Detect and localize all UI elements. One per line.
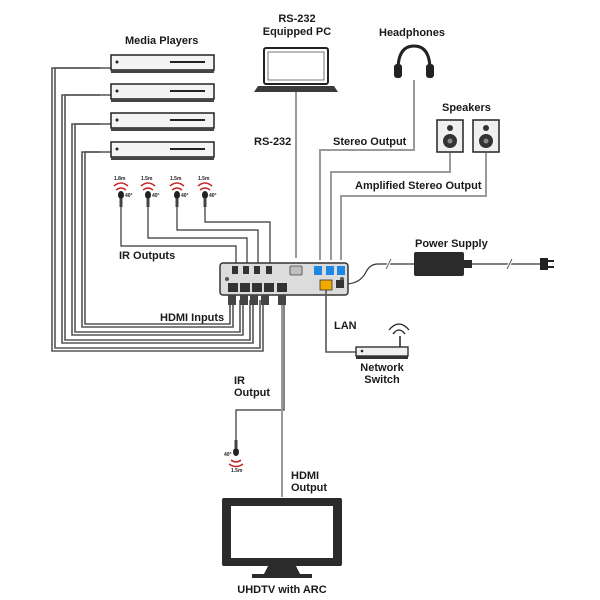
speakers-label: Speakers bbox=[442, 102, 491, 114]
rs232-cable-label: RS-232 bbox=[254, 136, 292, 148]
media-player-cables bbox=[51, 67, 264, 352]
ir-emitter-3 bbox=[169, 182, 185, 207]
media-player-1 bbox=[110, 54, 215, 73]
hdmi-output-label-line2: Output bbox=[291, 482, 328, 494]
ir-outputs-label: IR Outputs bbox=[119, 250, 176, 262]
headphones-icon bbox=[394, 44, 434, 78]
power-supply-icon bbox=[414, 252, 472, 276]
ir-emitter-4-angle: 40° bbox=[209, 193, 217, 199]
ir-emitter-2-length: 1.5m bbox=[141, 176, 153, 182]
power-plug-icon bbox=[540, 258, 554, 270]
ir-emitter-3-angle: 40° bbox=[181, 193, 189, 199]
uhdtv-label: UHDTV with ARC bbox=[237, 584, 327, 596]
ir-emitter-1-length: 1.8m bbox=[114, 176, 126, 182]
speaker-left-icon bbox=[436, 119, 464, 153]
ir-emitter-4-length: 1.5m bbox=[198, 176, 210, 182]
stereo-output-label: Stereo Output bbox=[333, 136, 407, 148]
ir-output-label-line1: IR bbox=[234, 375, 245, 387]
media-player-2 bbox=[110, 83, 215, 102]
tv-icon bbox=[222, 498, 342, 578]
rs232-pc-label-line2: Equipped PC bbox=[262, 26, 332, 38]
ir-emitter-3-length: 1.5m bbox=[170, 176, 182, 182]
hdmi-inputs-label: HDMI Inputs bbox=[160, 312, 225, 324]
media-player-4 bbox=[110, 141, 215, 160]
ir-emitter-cables bbox=[120, 205, 271, 268]
speaker-right-icon bbox=[472, 119, 500, 153]
amplified-stereo-output-label: Amplified Stereo Output bbox=[355, 180, 482, 192]
media-players-label: Media Players bbox=[125, 35, 199, 47]
laptop-icon bbox=[254, 47, 338, 92]
ir-emitter-1 bbox=[113, 182, 129, 207]
rs232-pc-label-line1: RS-232 bbox=[278, 13, 316, 25]
ir-emitter-2 bbox=[140, 182, 156, 207]
ir-emitter-1-angle: 40° bbox=[125, 193, 133, 199]
lan-label: LAN bbox=[334, 320, 357, 332]
hdmi-connectors bbox=[228, 295, 286, 305]
switcher-device bbox=[219, 262, 349, 296]
network-switch-icon bbox=[355, 323, 410, 359]
ir-output-emitter bbox=[228, 440, 244, 468]
ir-emitter-2-angle: 40° bbox=[152, 193, 160, 199]
ir-output-emitter-length: 1.5m bbox=[231, 468, 243, 474]
hdmi-output-label-line1: HDMI bbox=[291, 470, 320, 482]
ir-output-label-line2: Output bbox=[234, 387, 271, 399]
power-supply-label: Power Supply bbox=[415, 238, 488, 250]
network-switch-label-line2: Switch bbox=[364, 374, 400, 386]
ir-output-emitter-angle: 40° bbox=[224, 452, 232, 458]
media-player-3 bbox=[110, 112, 215, 131]
network-switch-label-line1: Network bbox=[360, 362, 404, 374]
ir-emitter-4 bbox=[197, 182, 213, 207]
headphones-label: Headphones bbox=[379, 27, 446, 39]
